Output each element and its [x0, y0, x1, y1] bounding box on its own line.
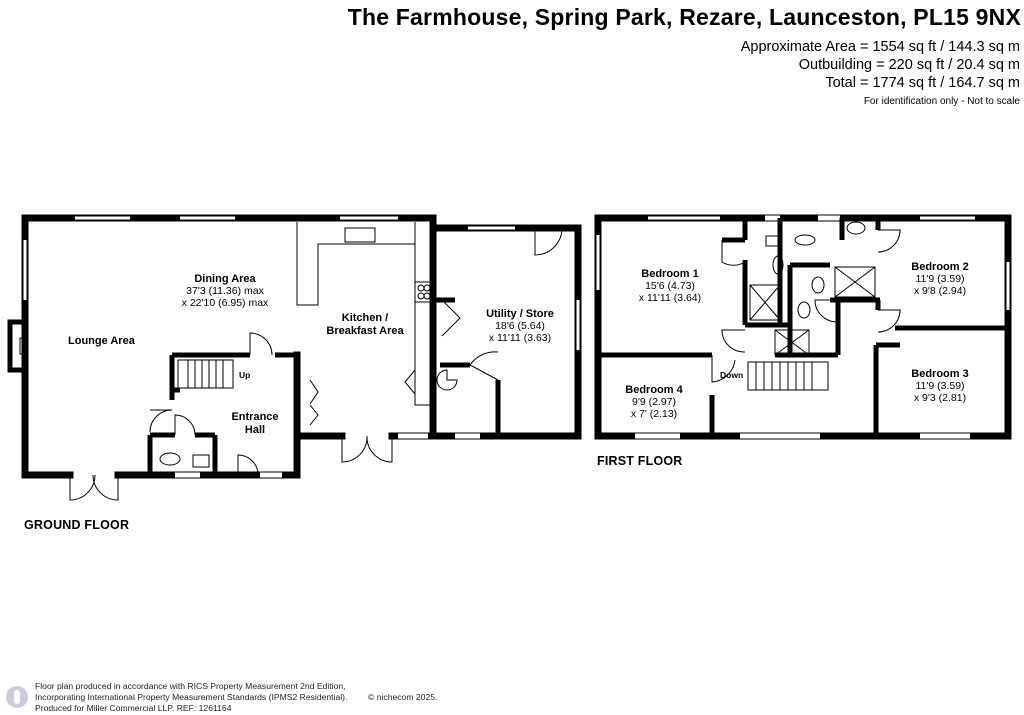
- total-area: Total = 1774 sq ft / 164.7 sq m: [825, 75, 1020, 91]
- room-bed1: Bedroom 1 15'6 (4.73) x 11'11 (3.64): [630, 268, 710, 304]
- first-showers: [749, 221, 876, 356]
- room-bed1-dim1: 15'6 (4.73): [645, 280, 695, 292]
- first-window-lines: [595, 215, 1011, 310]
- room-utility: Utility / Store 18'6 (5.64) x 11'11 (3.6…: [475, 308, 565, 344]
- kitchen-units: [296, 222, 433, 406]
- footer-copyright: © nichecom 2025.: [368, 692, 438, 702]
- ground-floor-plan: [7, 214, 582, 501]
- room-utility-dim1: 18'6 (5.64): [495, 320, 545, 332]
- room-dining-dim2: x 22'10 (6.95) max: [181, 297, 269, 309]
- footer-line1: Floor plan produced in accordance with R…: [35, 681, 346, 691]
- first-doors: [711, 229, 901, 383]
- room-bed2-dim1: 11'9 (3.59): [915, 273, 965, 285]
- stairs-down-label: Down: [720, 370, 744, 380]
- first-floor-plan: [594, 214, 1012, 440]
- first-windows: [595, 215, 1011, 439]
- ground-stairs: [177, 359, 234, 389]
- room-utility-name: Utility / Store: [486, 308, 554, 320]
- room-bed2: Bedroom 2 11'9 (3.59) x 9'8 (2.94): [902, 261, 978, 297]
- room-bed2-name: Bedroom 2: [911, 261, 969, 273]
- room-bed3-dim2: x 9'3 (2.81): [913, 392, 967, 404]
- area-summary: Approximate Area = 1554 sq ft / 144.3 sq…: [741, 38, 1020, 92]
- ground-doors: [69, 227, 563, 501]
- room-kitchen-name1: Kitchen /: [341, 312, 389, 324]
- room-bed4: Bedroom 4 9'9 (2.97) x 7' (2.13): [616, 384, 692, 420]
- room-kitchen: Kitchen / Breakfast Area: [310, 312, 420, 338]
- room-bed1-dim2: x 11'11 (3.64): [638, 292, 702, 304]
- nichecom-logo-icon: [6, 686, 28, 708]
- room-lounge-name: Lounge Area: [68, 335, 135, 347]
- room-hall-name2: Hall: [244, 424, 266, 436]
- approx-area: Approximate Area = 1554 sq ft / 144.3 sq…: [740, 39, 1020, 55]
- outbuilding-area: Outbuilding = 220 sq ft / 20.4 sq m: [798, 57, 1020, 73]
- room-dining-dim1: 37'3 (11.36) max: [186, 285, 264, 297]
- first-floor-label: FIRST FLOOR: [597, 454, 683, 468]
- room-bed2-dim2: x 9'8 (2.94): [913, 285, 967, 297]
- first-stairs: [747, 361, 829, 391]
- wc-fixtures: [159, 452, 210, 468]
- room-bed1-name: Bedroom 1: [641, 268, 699, 280]
- room-dining-name: Dining Area: [194, 273, 256, 285]
- footer-text: Floor plan produced in accordance with R…: [35, 681, 347, 703]
- room-bed3-dim1: 11'9 (3.59): [915, 380, 965, 392]
- room-bed3-name: Bedroom 3: [911, 368, 969, 380]
- room-dining: Dining Area 37'3 (11.36) max x 22'10 (6.…: [155, 273, 295, 309]
- room-bed4-name: Bedroom 4: [625, 384, 683, 396]
- room-hall-name1: Entrance: [231, 411, 279, 423]
- ground-floor-label: GROUND FLOOR: [24, 518, 130, 532]
- ground-window-lines: [22, 215, 581, 350]
- ground-internal-walls: [147, 297, 501, 475]
- scale-note: For identification only - Not to scale: [863, 96, 1020, 107]
- room-bed3: Bedroom 3 11'9 (3.59) x 9'3 (2.81): [902, 368, 978, 404]
- room-hall: Entrance Hall: [220, 411, 290, 437]
- room-kitchen-name2: Breakfast Area: [326, 325, 404, 337]
- stairs-up-label: Up: [239, 370, 251, 380]
- room-utility-dim2: x 11'11 (3.63): [488, 332, 552, 344]
- property-title: The Farmhouse, Spring Park, Rezare, Laun…: [347, 4, 1021, 30]
- ground-windows: [22, 215, 581, 478]
- room-bed4-dim1: 9'9 (2.97): [631, 396, 677, 408]
- footer-line2: Incorporating International Property Mea…: [35, 692, 348, 702]
- room-bed4-dim2: x 7' (2.13): [630, 408, 678, 420]
- footer-ref: Produced for Miller Commercial LLP. REF:…: [35, 703, 232, 713]
